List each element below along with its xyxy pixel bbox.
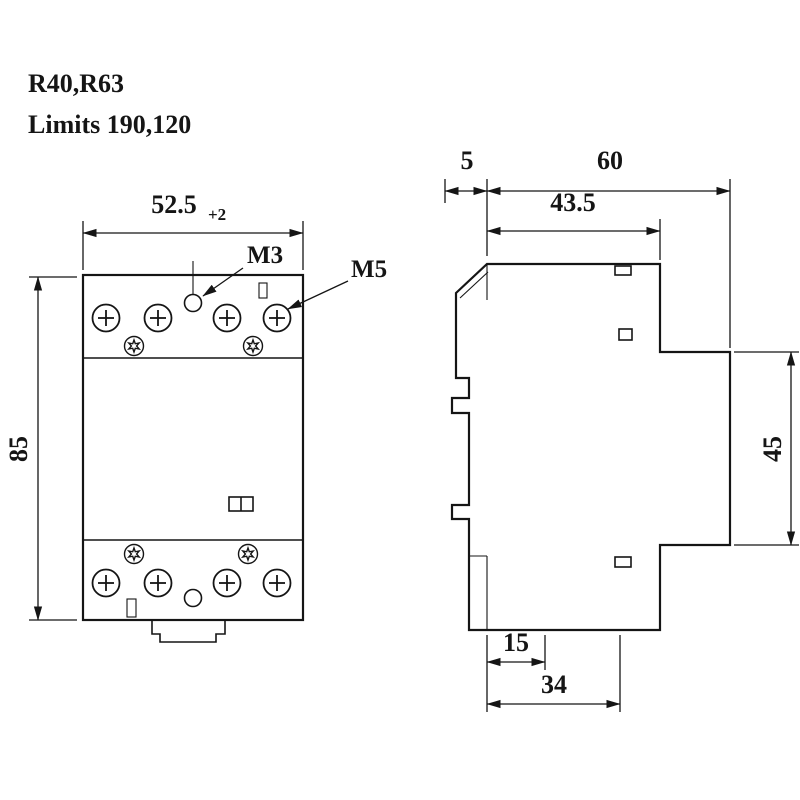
latch-mark-top bbox=[614, 265, 632, 276]
callout-m3: M3 bbox=[202, 242, 283, 297]
m3-hole-bottom bbox=[183, 588, 203, 608]
dim-height-label: 85 bbox=[4, 436, 33, 462]
model-label: R40,R63 bbox=[28, 69, 124, 98]
torx-screw bbox=[237, 543, 259, 565]
leader-arrow bbox=[202, 267, 244, 297]
m3-label: M3 bbox=[247, 242, 283, 269]
terminal-screw bbox=[212, 568, 242, 598]
limits-label: Limits 190,120 bbox=[28, 110, 191, 139]
m3-hole bbox=[183, 293, 203, 313]
dim-5-label: 5 bbox=[461, 146, 474, 175]
marking-window-bottom bbox=[126, 598, 137, 618]
marking-window-top bbox=[258, 282, 268, 299]
torx-screw bbox=[123, 335, 145, 357]
dim-60-label: 60 bbox=[597, 146, 623, 175]
terminal-screw bbox=[143, 303, 173, 333]
terminal-screw bbox=[262, 303, 292, 333]
dim-side-right: 45 bbox=[734, 351, 799, 546]
dim-front-height: 85 bbox=[4, 276, 77, 621]
front-panel-edge bbox=[459, 271, 489, 299]
side-view bbox=[450, 262, 732, 632]
dim-width-tolerance-label: +2 bbox=[208, 205, 226, 224]
dim-15-label: 15 bbox=[503, 628, 529, 657]
torx-screw bbox=[242, 335, 264, 357]
terminal-screw bbox=[212, 303, 242, 333]
terminal-screw bbox=[91, 303, 121, 333]
front-view bbox=[81, 261, 305, 643]
dim-34-label: 34 bbox=[541, 670, 567, 699]
m5-label: M5 bbox=[351, 256, 387, 283]
dim-45-label: 45 bbox=[758, 436, 787, 462]
side-outline bbox=[450, 262, 732, 632]
dim-side-front: 5 bbox=[444, 146, 488, 256]
torx-screw bbox=[123, 543, 145, 565]
header: R40,R63 Limits 190,120 bbox=[28, 69, 191, 139]
terminal-screw bbox=[91, 568, 121, 598]
dim-front-width: 52.5 +2 bbox=[82, 190, 304, 270]
callout-m5: M5 bbox=[287, 256, 387, 310]
terminal-screw bbox=[262, 568, 292, 598]
din-clip-tab bbox=[151, 620, 226, 643]
dim-side-bottom: 15 34 bbox=[486, 628, 621, 712]
leader-arrow bbox=[287, 280, 349, 310]
dim-width-label: 52.5 bbox=[151, 190, 197, 219]
dim-side-total: 60 bbox=[486, 146, 731, 348]
latch-mark-mid bbox=[618, 328, 633, 341]
dim-side-upper: 43.5 bbox=[486, 188, 661, 260]
latch-mark-bottom bbox=[614, 556, 632, 568]
terminal-screw bbox=[143, 568, 173, 598]
dim-43-5-label: 43.5 bbox=[550, 188, 596, 217]
